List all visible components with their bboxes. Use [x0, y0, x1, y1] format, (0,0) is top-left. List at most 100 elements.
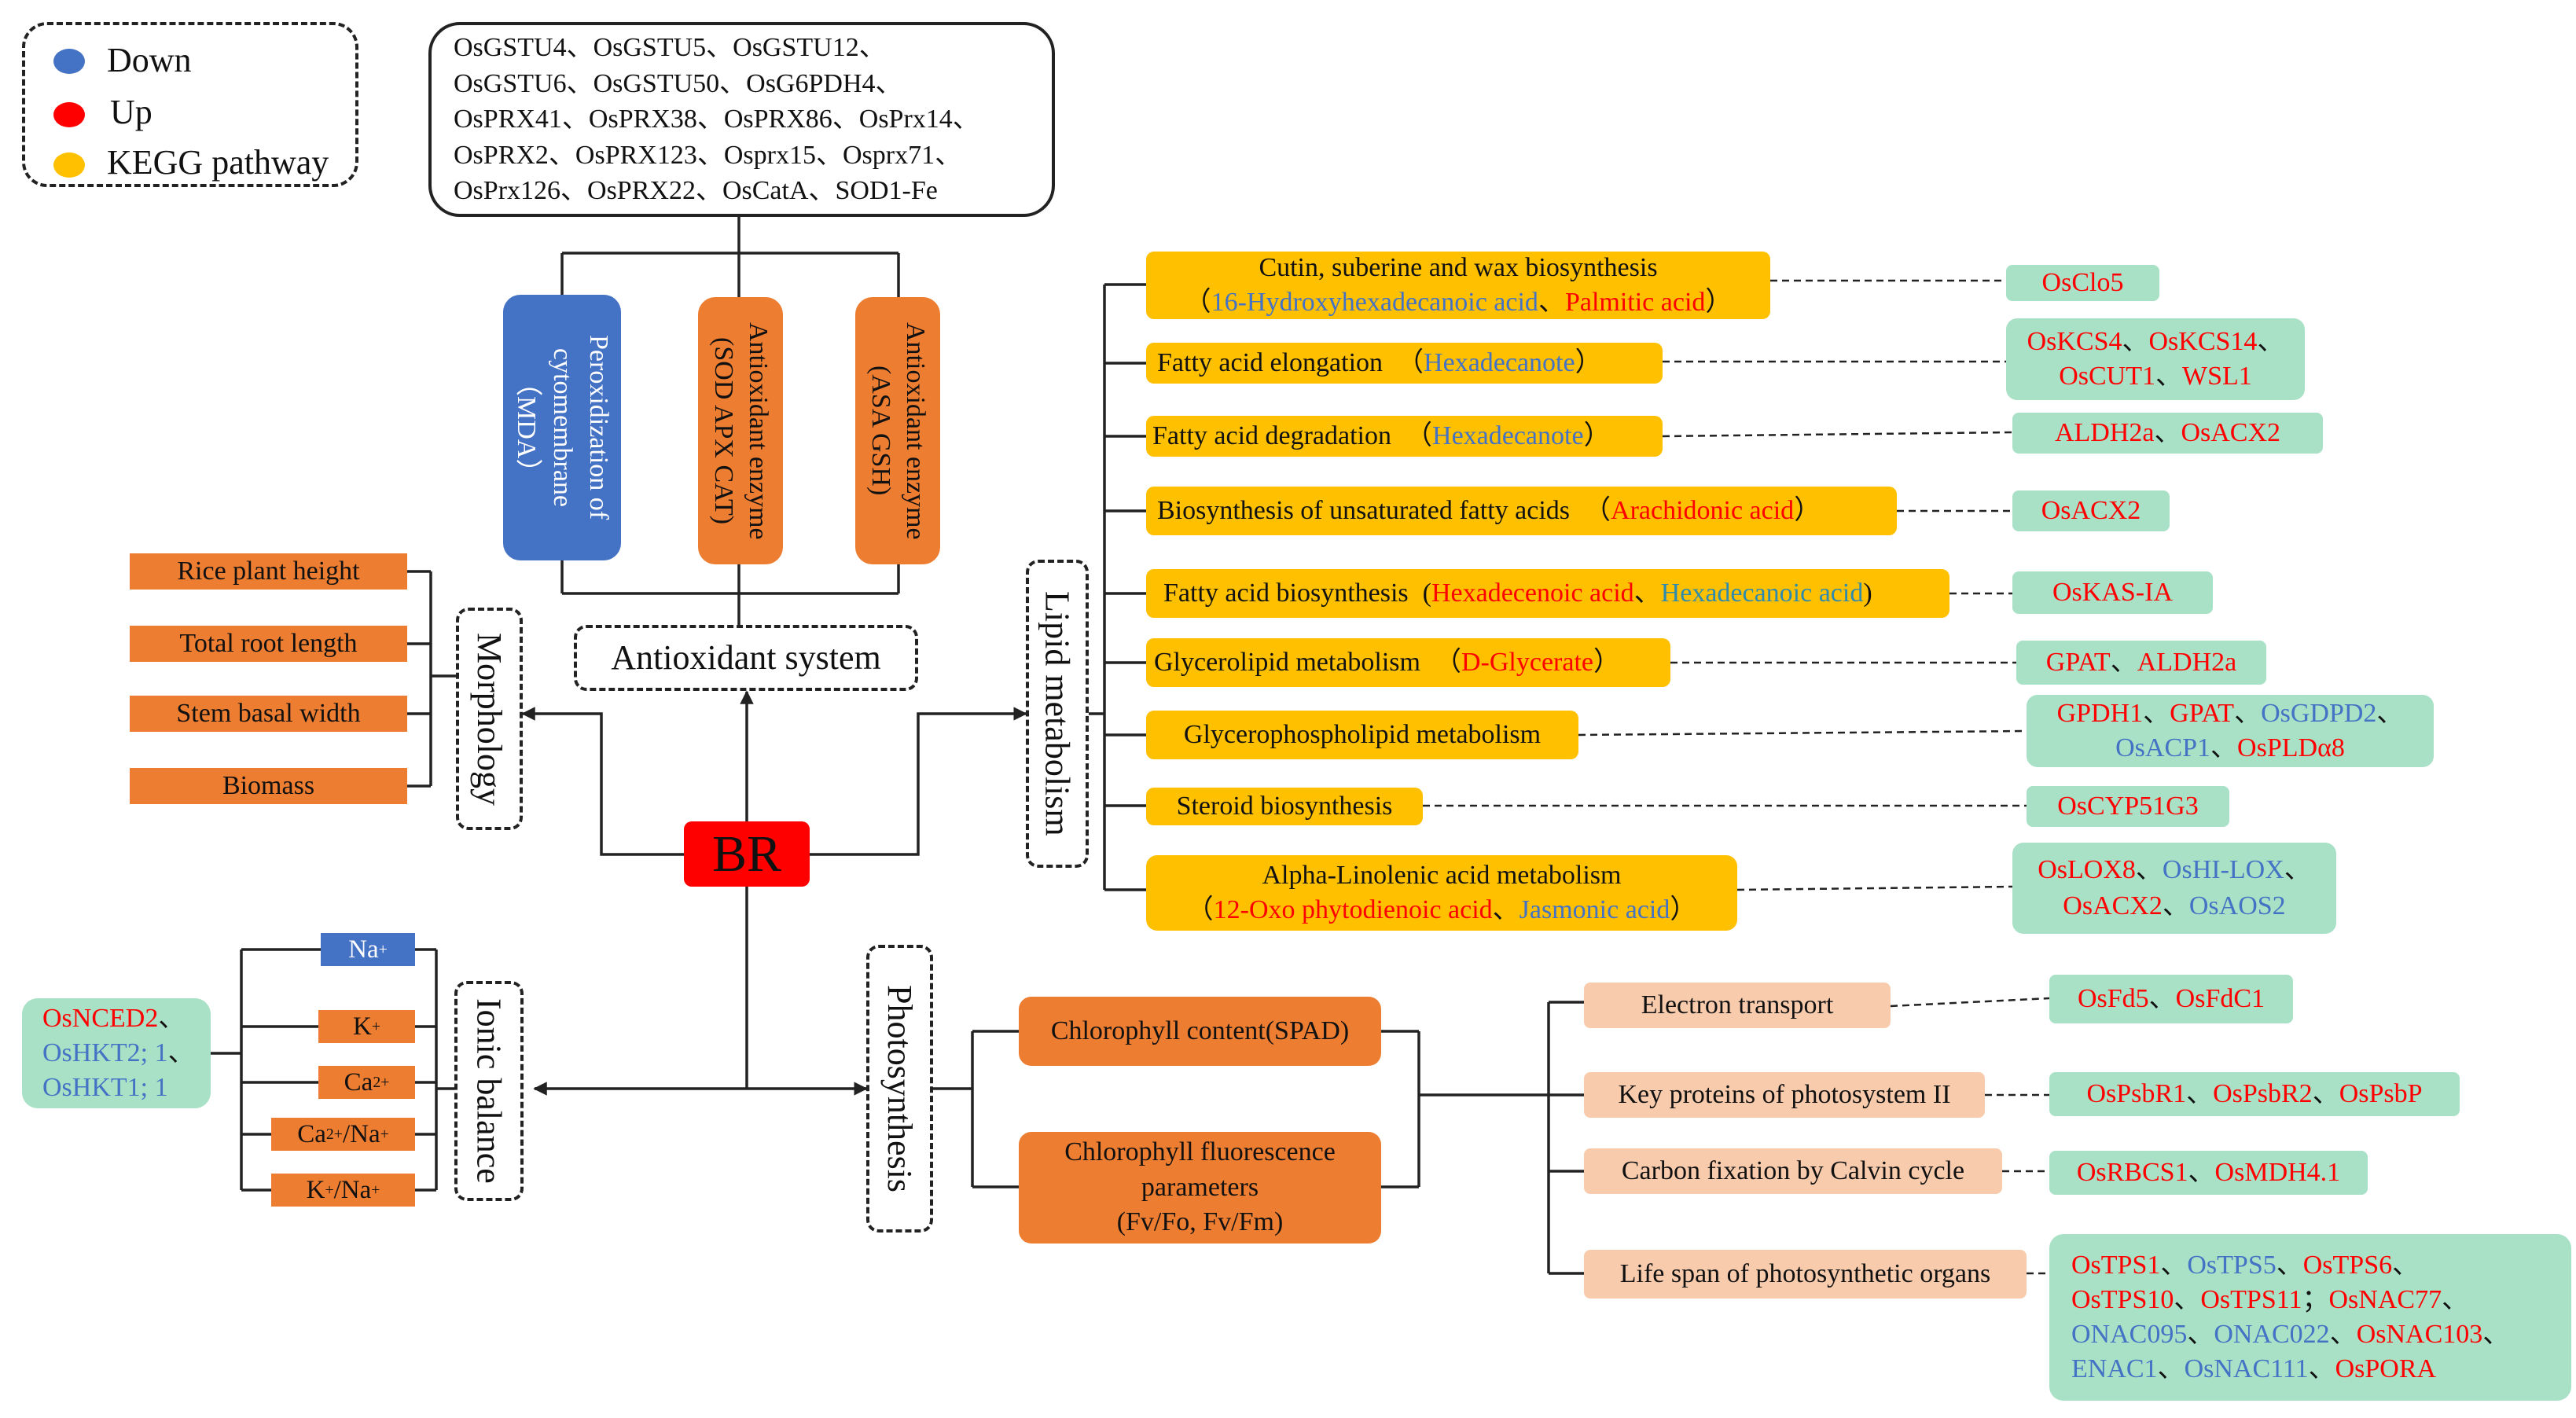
- gene-label: OsHI-LOX: [2162, 855, 2284, 885]
- gene-label: OsHKT1; 1: [42, 1073, 168, 1103]
- metabolite-label: Jasmonic acid: [1519, 895, 1670, 924]
- gene-label: OsKCS14: [2148, 326, 2258, 356]
- gene-line: OsPrx126、OsPRX22、OsCatA、SOD1-Fe: [454, 176, 938, 206]
- metabolite-label: Hexadecanoic acid: [1660, 578, 1864, 608]
- gene-label: OsLOX8: [2038, 855, 2136, 885]
- genes-fatty-acid-degradation: ALDH2a、OsACX2: [2012, 413, 2323, 454]
- metabolite-label: D-Glycerate: [1461, 647, 1594, 677]
- gene-label: OsTPS6: [2302, 1250, 2393, 1280]
- morphology-item-stem-width: Stem basal width: [130, 696, 407, 732]
- genes-cutin: OsClo5: [2006, 265, 2159, 301]
- gene-label: OsKCS4: [2027, 326, 2122, 356]
- gene-label: OsACX2: [2041, 495, 2141, 525]
- genes-steroid-biosynthesis: OsCYP51G3: [2027, 786, 2229, 827]
- ion-k-na-ratio: K+/Na+: [271, 1174, 415, 1207]
- metabolite-label: 12-Oxo phytodienoic acid: [1213, 895, 1493, 924]
- gene-label: OsTPS1: [2071, 1250, 2161, 1280]
- metabolite-label: 16-Hydroxyhexadecanoic acid: [1211, 288, 1538, 317]
- antioxidant-genes-box: OsGSTU4、OsGSTU5、OsGSTU12、 OsGSTU6、OsGSTU…: [428, 22, 1055, 217]
- gene-label: OsPsbR2: [2213, 1078, 2313, 1108]
- gene-label: OsTPS5: [2187, 1250, 2277, 1280]
- peroxidation-box: Peroxidization of cytomembrane （MDA）: [503, 295, 621, 560]
- gene-label: OsCUT1: [2059, 362, 2155, 391]
- gene-line: OsGSTU6、OsGSTU50、OsG6PDH4、: [454, 68, 902, 98]
- pathway-glycerolipid-metabolism: Glycerolipid metabolism（D-Glycerate）: [1146, 638, 1670, 687]
- pathway-fatty-acid-elongation: Fatty acid elongation（Hexadecanote）: [1146, 343, 1663, 384]
- legend-up-label: Up: [110, 93, 153, 132]
- pathway-cutin: Cutin, suberine and wax biosynthesis （16…: [1146, 252, 1770, 319]
- electron-transport: Electron transport: [1584, 983, 1891, 1028]
- metabolite-label: Arachidonic acid: [1611, 495, 1795, 525]
- genes-fatty-acid-biosynthesis: OsKAS-IA: [2012, 571, 2213, 614]
- legend-kegg-label: KEGG pathway: [107, 143, 329, 182]
- legend-box: Down Up KEGG pathway: [22, 22, 358, 187]
- gene-label: ENAC1: [2071, 1354, 2158, 1384]
- genes-unsaturated-fatty-acids: OsACX2: [2012, 490, 2170, 531]
- gene-label: OsRBCS1: [2076, 1157, 2188, 1187]
- genes-alpha-linolenic-acid: OsLOX8、OsHI-LOX、 OsACX2、OsAOS2: [2012, 843, 2336, 934]
- gene-label: OsNAC111: [2184, 1354, 2309, 1384]
- gene-label: OsTPS11: [2200, 1284, 2302, 1314]
- genes-calvin-cycle: OsRBCS1、OsMDH4.1: [2049, 1151, 2368, 1195]
- morphology-item-plant-height: Rice plant height: [130, 553, 407, 590]
- genes-electron-transport: OsFd5、OsFdC1: [2049, 975, 2293, 1023]
- gene-label: OsNAC103: [2356, 1320, 2483, 1349]
- chlorophyll-content-spad: Chlorophyll content(SPAD): [1019, 997, 1381, 1066]
- genes-glycerophospholipid-metabolism: GPDH1、GPAT、OsGDPD2、 OsACP1、OsPLDα8: [2027, 695, 2434, 767]
- legend-down-dot: [53, 49, 85, 74]
- gene-line: OsPRX41、OsPRX38、OsPRX86、OsPrx14、: [454, 105, 979, 134]
- gene-line: OsPRX2、OsPRX123、Osprx15、Osprx71、: [454, 140, 962, 170]
- gene-label: ALDH2a: [2054, 417, 2155, 447]
- antioxidant-enzyme-asa-box: Antioxidant enzyme (ASA GSH): [855, 297, 940, 564]
- pathway-glycerophospholipid-metabolism: Glycerophospholipid metabolism: [1146, 711, 1578, 759]
- gene-label: OsMDH4.1: [2214, 1157, 2341, 1187]
- gene-label: OsPsbP: [2339, 1078, 2423, 1108]
- gene-line: OsGSTU4、OsGSTU5、OsGSTU12、: [454, 33, 886, 63]
- gene-label: OsNAC77: [2328, 1284, 2442, 1314]
- gene-label: OsTPS10: [2071, 1284, 2174, 1314]
- gene-label: GPAT: [2170, 698, 2235, 728]
- gene-label: ONAC022: [2214, 1320, 2330, 1349]
- gene-label: OsFdC1: [2175, 983, 2265, 1013]
- gene-label: OsKAS-IA: [2052, 577, 2173, 607]
- metabolite-label: Hexadecanote: [1432, 421, 1584, 450]
- gene-label: OsACX2: [2063, 891, 2163, 920]
- gene-label: OsCYP51G3: [2057, 791, 2199, 821]
- metabolite-label: Hexadecanote: [1424, 347, 1575, 377]
- carbon-fixation-calvin-cycle: Carbon fixation by Calvin cycle: [1584, 1148, 2002, 1194]
- ion-k: K+: [318, 1010, 415, 1043]
- br-center-node: BR: [684, 821, 810, 887]
- morphology-label: Morphology: [456, 608, 523, 830]
- life-span-photosynthetic-organs: Life span of photosynthetic organs: [1584, 1250, 2027, 1299]
- metabolite-label: Hexadecenoic acid: [1431, 578, 1634, 608]
- gene-label: OsFd5: [2077, 983, 2149, 1013]
- gene-label: OsPLDα8: [2237, 733, 2345, 762]
- pathway-unsaturated-fatty-acids: Biosynthesis of unsaturated fatty acids（…: [1146, 487, 1897, 535]
- gene-label: OsACX2: [2181, 417, 2281, 447]
- gene-label: OsNCED2: [42, 1003, 159, 1033]
- gene-label: OsAOS2: [2188, 891, 2286, 920]
- gene-label: OsPsbR1: [2086, 1078, 2187, 1108]
- gene-label: GPAT: [2045, 647, 2111, 677]
- gene-label: WSL1: [2182, 362, 2252, 391]
- gene-label: GPDH1: [2056, 698, 2144, 728]
- key-proteins-photosystem-ii: Key proteins of photosystem II: [1584, 1072, 1985, 1118]
- morphology-item-root-length: Total root length: [130, 626, 407, 662]
- gene-label: ONAC095: [2071, 1320, 2188, 1349]
- pathway-alpha-linolenic-acid: Alpha-Linolenic acid metabolism （12-Oxo …: [1146, 855, 1737, 931]
- gene-label: OsACP1: [2115, 733, 2211, 762]
- gene-label: OsHKT2; 1: [42, 1038, 168, 1067]
- legend-kegg-dot: [53, 152, 85, 178]
- antioxidant-enzyme-sod-box: Antioxidant enzyme (SOD APX CAT): [698, 297, 783, 564]
- genes-photosystem-ii: OsPsbR1、OsPsbR2、OsPsbP: [2049, 1072, 2460, 1116]
- gene-label: OsPORA: [2335, 1354, 2437, 1384]
- gene-label: OsClo5: [2041, 267, 2124, 297]
- gene-label: OsGDPD2: [2261, 698, 2377, 728]
- pathway-fatty-acid-biosynthesis: Fatty acid biosynthesis(Hexadecenoic aci…: [1146, 569, 1949, 618]
- genes-fatty-acid-elongation: OsKCS4、OsKCS14、 OsCUT1、WSL1: [2006, 318, 2305, 400]
- lipid-metabolism-label: Lipid metabolism: [1026, 560, 1089, 868]
- genes-life-span: OsTPS1、OsTPS5、OsTPS6、 OsTPS10、OsTPS11；Os…: [2049, 1234, 2571, 1401]
- morphology-item-biomass: Biomass: [130, 768, 407, 804]
